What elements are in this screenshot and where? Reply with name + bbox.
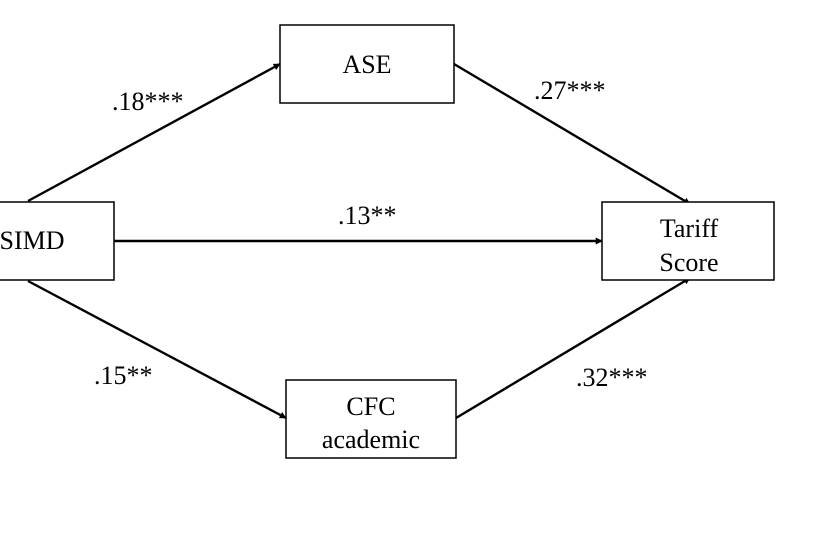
- edge-label-cfc-to-tariff: .32***: [576, 363, 648, 392]
- node-cfc-label-line2: academic: [322, 425, 420, 454]
- node-cfc-label-line1: CFC: [346, 392, 395, 421]
- node-cfc-box: [285, 379, 457, 459]
- edge-simd-to-ase: [27, 62, 281, 203]
- node-tariff-label-line1: Tariff: [660, 214, 719, 243]
- edge-label-ase-to-tariff: .27***: [534, 76, 606, 105]
- node-ase-label: ASE: [342, 50, 391, 79]
- edge-label-simd-to-cfc: .15**: [94, 361, 153, 390]
- edge-cfc-to-tariff: [455, 276, 691, 420]
- edge-label-simd-to-ase: .18***: [112, 87, 184, 116]
- node-ase-box: [279, 24, 455, 104]
- node-tariff-box: [601, 201, 775, 281]
- edge-simd-to-cfc: [27, 279, 287, 420]
- edge-label-simd-to-tariff: .13**: [338, 201, 397, 230]
- edge-ase-to-tariff: [453, 62, 691, 206]
- node-tariff-label-line2: Score: [659, 248, 718, 277]
- node-simd-label: SIMD: [0, 226, 65, 255]
- node-simd-box: [0, 201, 115, 281]
